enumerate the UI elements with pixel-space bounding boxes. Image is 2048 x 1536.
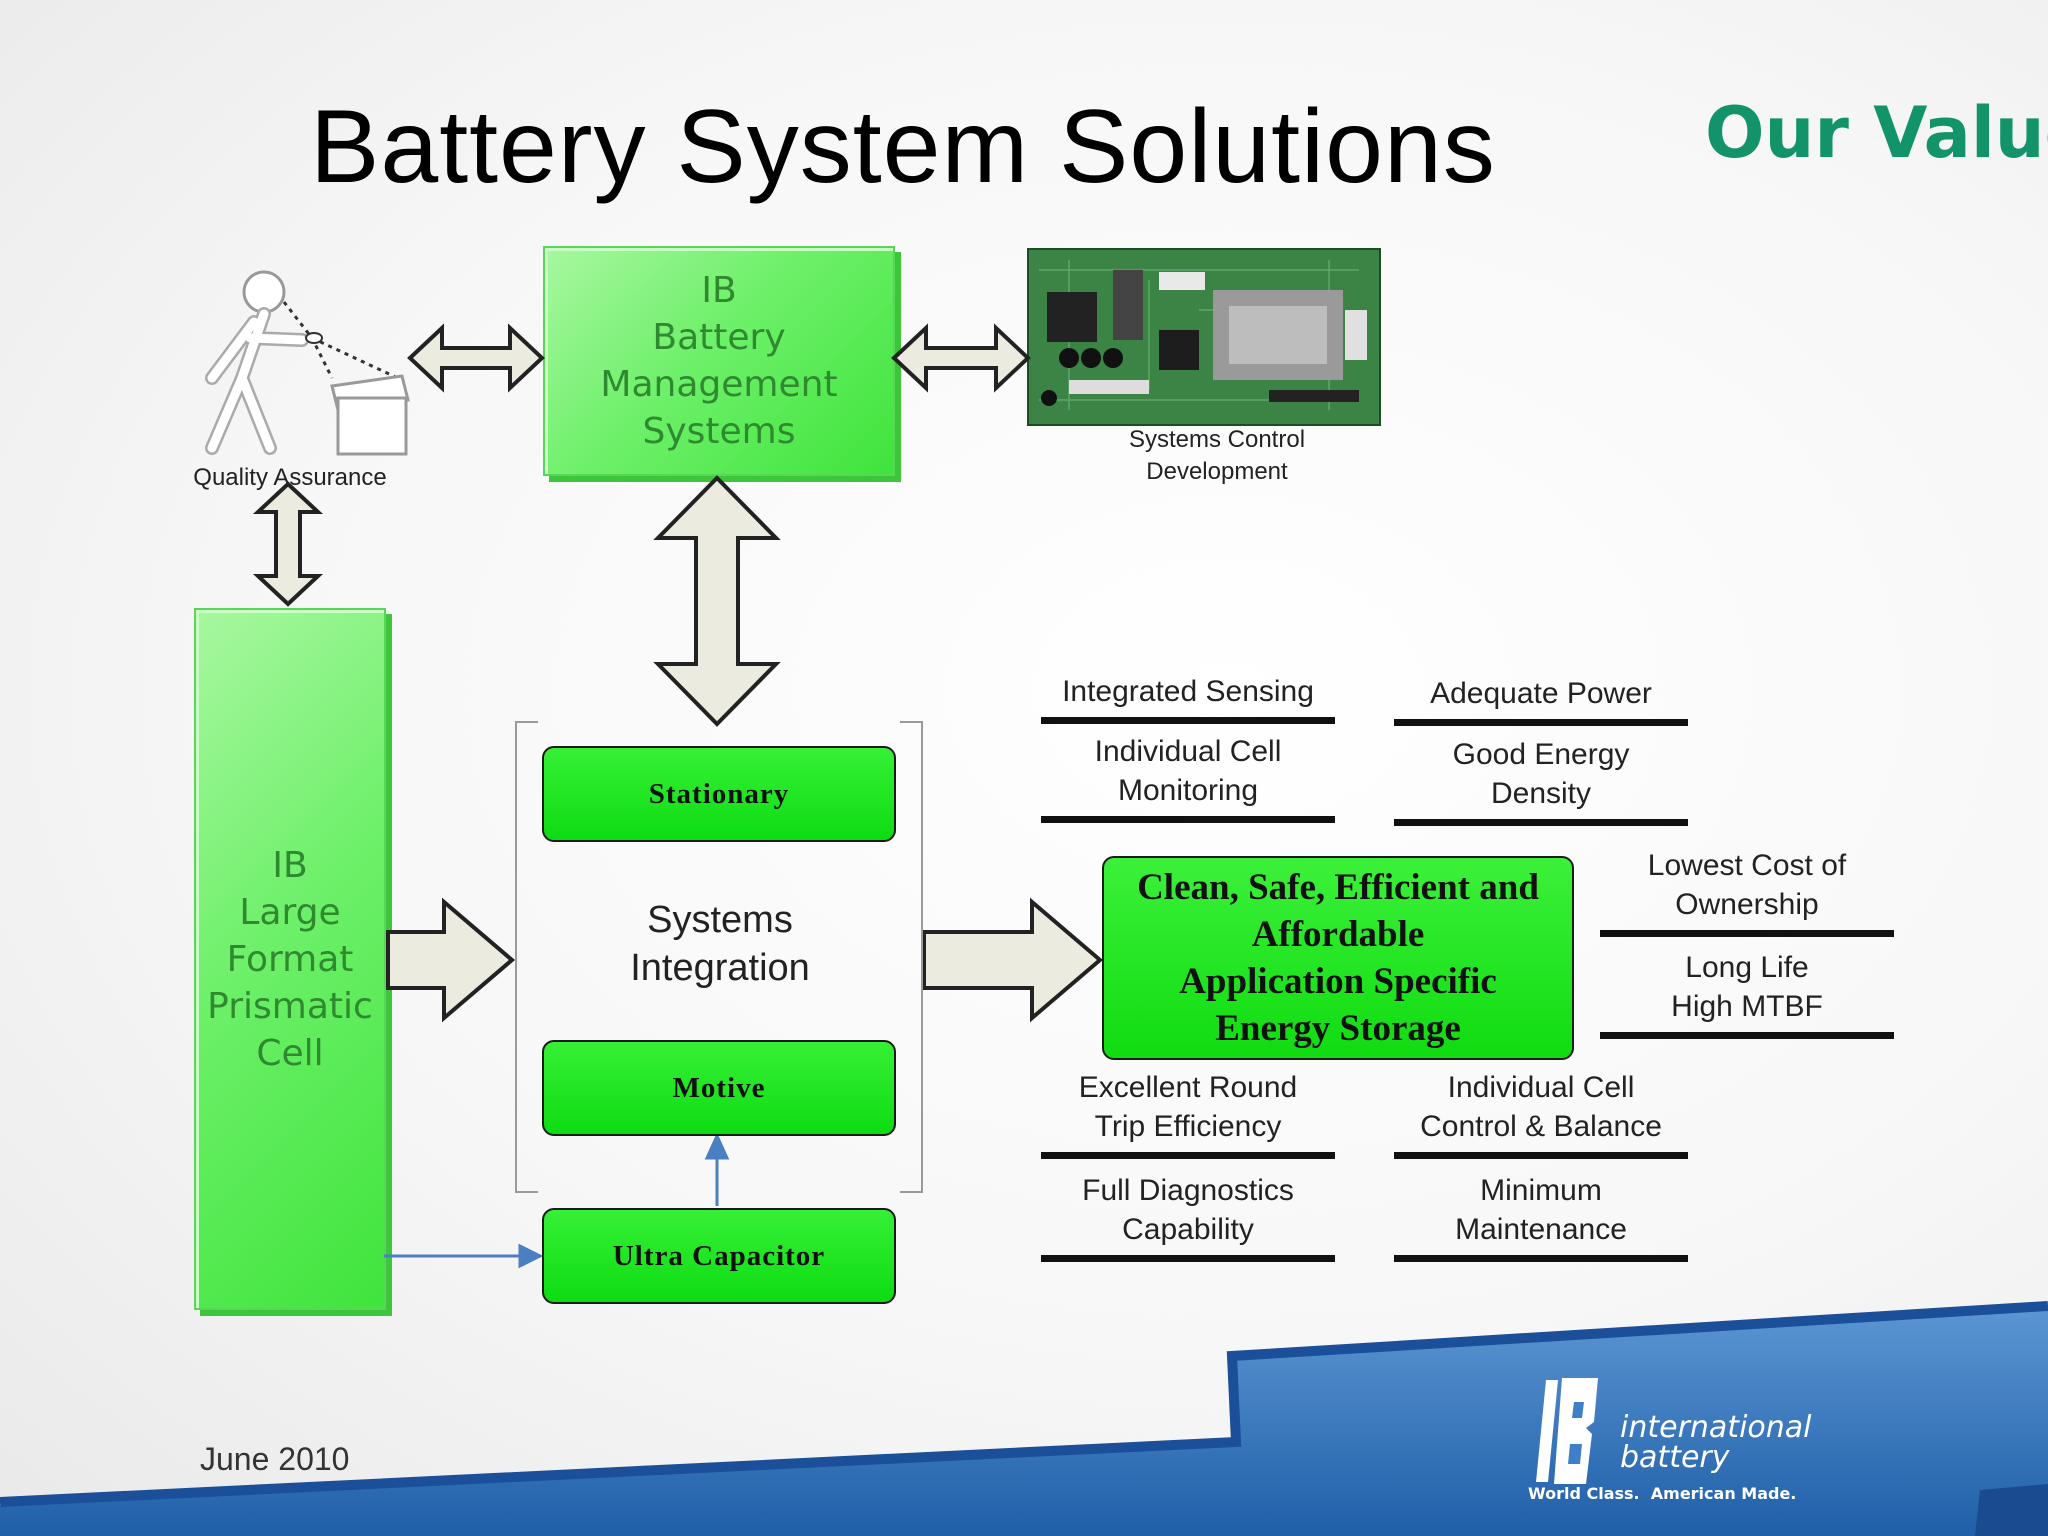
feature-line: Density — [1490, 777, 1592, 810]
prismatic-cell-box: IB Large Format Prismatic Cell — [194, 608, 386, 1310]
feature-line: Monitoring — [1117, 774, 1259, 807]
motive-box: Motive — [542, 1040, 896, 1136]
right-arrow-icon — [386, 897, 516, 1023]
cell-line: Prismatic — [207, 985, 373, 1027]
feature-line: Good Energy — [1452, 738, 1630, 771]
feature-line: Minimum — [1480, 1174, 1602, 1207]
cell-line: Format — [226, 938, 354, 980]
feature-long-life: Long Life High MTBF — [1600, 948, 1894, 1039]
feature-line: Maintenance — [1455, 1213, 1627, 1246]
feature-line: Excellent Round — [1078, 1071, 1298, 1104]
feature-lowest-cost: Lowest Cost of Ownership — [1600, 846, 1894, 937]
logo-name-line1: international — [1620, 1410, 1812, 1445]
feature-line: Lowest Cost of — [1647, 849, 1847, 882]
feature-line: Integrated Sensing — [1062, 675, 1314, 708]
core-value-line: Energy Storage — [1215, 1008, 1461, 1049]
logo-tagline: World Class. American Made. — [1528, 1484, 1797, 1503]
feature-line: Long Life — [1685, 951, 1809, 984]
double-arrow-icon — [653, 475, 781, 727]
cell-line: Cell — [256, 1032, 324, 1074]
right-arrow-icon — [922, 897, 1104, 1023]
bms-line: Management — [600, 364, 838, 405]
stationary-box: Stationary — [542, 746, 896, 842]
systems-control-line: Development — [1146, 458, 1288, 485]
core-value-line: Affordable — [1251, 914, 1425, 955]
logo-mark-icon — [1536, 1378, 1598, 1484]
feature-line: Individual Cell — [1447, 1071, 1635, 1104]
feature-line: Full Diagnostics — [1082, 1174, 1294, 1207]
feature-cell-control: Individual Cell Control & Balance — [1394, 1068, 1688, 1159]
feature-line: Ownership — [1675, 888, 1819, 921]
feature-maintenance: Minimum Maintenance — [1394, 1171, 1688, 1262]
core-value-line: Clean, Safe, Efficient and — [1137, 867, 1539, 908]
feature-diagnostics: Full Diagnostics Capability — [1041, 1171, 1335, 1262]
logo-name-line2: battery — [1620, 1440, 1730, 1475]
feature-line: Trip Efficiency — [1094, 1110, 1282, 1143]
bms-line: IB — [701, 270, 737, 311]
feature-line: Control & Balance — [1420, 1110, 1662, 1143]
core-value-box: Clean, Safe, Efficient and Affordable Ap… — [1102, 856, 1574, 1060]
systems-control-line: Systems Control — [1128, 426, 1306, 453]
section-label: Our Value — [1705, 92, 2048, 174]
slide-date: June 2010 — [200, 1441, 350, 1477]
company-logo: international battery World Class. Ameri… — [1528, 1372, 1828, 1512]
core-value-line: Application Specific — [1179, 961, 1497, 1002]
double-arrow-icon — [407, 323, 545, 393]
feature-line: High MTBF — [1671, 990, 1823, 1023]
feature-individual-cell-monitoring: Individual Cell Monitoring — [1041, 732, 1335, 823]
feature-good-energy-density: Good Energy Density — [1394, 735, 1688, 826]
ultra-capacitor-box: Ultra Capacitor — [542, 1208, 896, 1304]
feature-line: Capability — [1122, 1213, 1254, 1246]
feature-integrated-sensing: Integrated Sensing — [1041, 672, 1335, 724]
quality-assurance-icon — [205, 270, 410, 456]
bms-line: Battery — [652, 317, 786, 358]
systems-integration-label: Systems Integration — [560, 896, 880, 992]
feature-round-trip: Excellent Round Trip Efficiency — [1041, 1068, 1335, 1159]
feature-adequate-power: Adequate Power — [1394, 674, 1688, 726]
systems-integration-line: Integration — [630, 947, 810, 989]
systems-control-label: Systems Control Development — [1082, 424, 1352, 488]
slide-title: Battery System Solutions — [310, 89, 1496, 205]
cell-line: Large — [239, 891, 341, 933]
bms-line: Systems — [642, 411, 796, 452]
double-arrow-icon — [891, 323, 1031, 393]
systems-integration-line: Systems — [647, 899, 793, 941]
feature-line: Individual Cell — [1094, 735, 1282, 768]
double-arrow-icon — [252, 481, 324, 607]
battery-management-systems-box: IB Battery Management Systems — [543, 246, 895, 476]
feature-line: Adequate Power — [1430, 677, 1652, 710]
circuit-board-image — [1027, 248, 1381, 426]
cell-line: IB — [272, 844, 308, 886]
